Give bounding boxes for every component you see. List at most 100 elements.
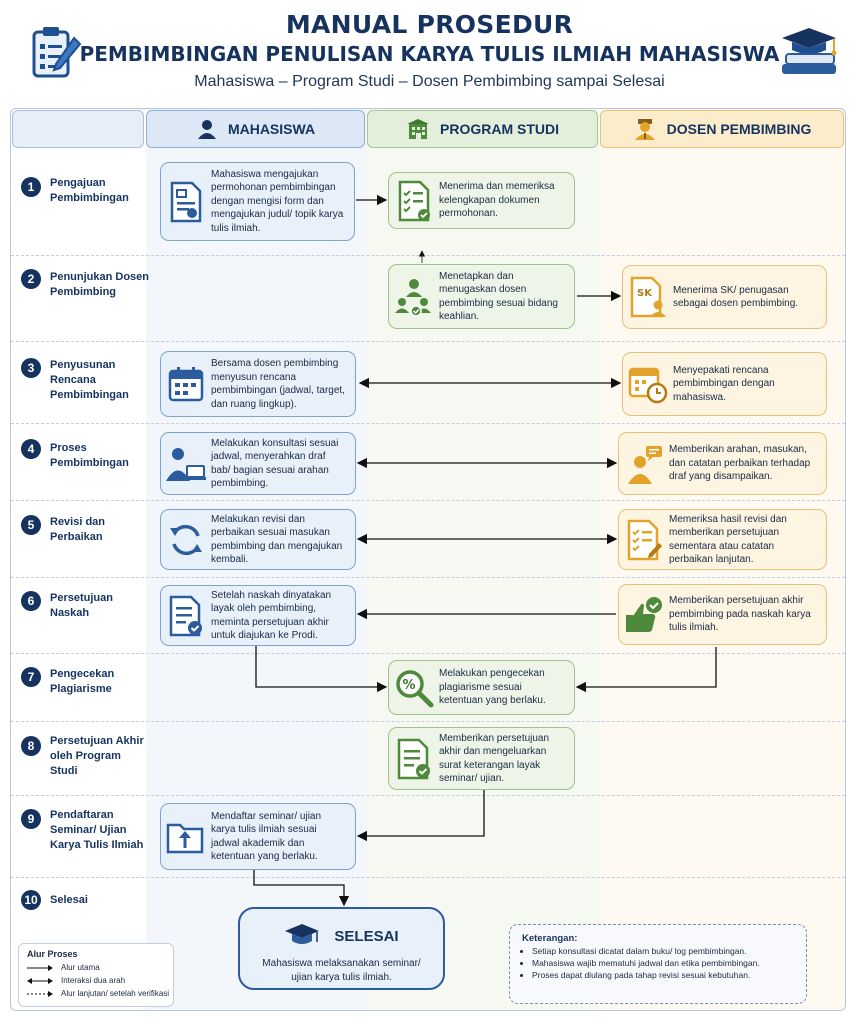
row-divider	[11, 423, 845, 424]
refresh-cycle-icon	[170, 524, 202, 555]
notes-box: Keterangan: Setiap konsultasi dicatat da…	[509, 924, 807, 1004]
approved-document-icon	[169, 595, 202, 636]
step-number: 5	[21, 515, 41, 535]
row-divider	[11, 877, 845, 878]
step-number: 4	[21, 439, 41, 459]
diagram-frame	[10, 108, 846, 1011]
checklist-document-icon	[398, 180, 430, 221]
sk-document-icon: SK	[630, 276, 666, 318]
box-text: Menerima SK/ penugasan sebagai dosen pem…	[673, 284, 799, 310]
box-text: Menyepakati rencana pembimbingan dengan …	[673, 364, 775, 403]
box-text: Memberikan persetujuan akhir pembimbing …	[669, 595, 811, 634]
step-number: 9	[21, 809, 41, 829]
box-text: Melakukan revisi dan perbaikan sesuai ma…	[211, 513, 343, 566]
header-mahasiswa-label: MAHASISWA	[227, 121, 316, 137]
header-mahasiswa: MAHASISWA	[146, 110, 365, 148]
box-text: Memeriksa hasil revisi dan memberikan pe…	[669, 513, 787, 566]
calendar-icon	[168, 367, 204, 402]
box-text: Menetapkan dan menugaskan dosen pembimbi…	[439, 270, 558, 323]
legend-item: Interaksi dua arah	[27, 976, 173, 985]
notes-title: Keterangan:	[522, 933, 578, 944]
box-mahasiswa-persetujuan: Setelah naskah dinyatakan layak oleh pem…	[160, 585, 356, 646]
box-text: Mendaftar seminar/ ujian karya tulis ilm…	[211, 810, 322, 863]
graduation-cap-icon	[285, 924, 320, 944]
step-label: Penunjukan Dosen Pembimbing	[50, 271, 150, 298]
step-number: 2	[21, 269, 41, 289]
finish-text: Mahasiswa melaksanakan seminar/ ujian ka…	[262, 958, 421, 983]
box-mahasiswa-pengajuan: Mahasiswa mengajukan permohonan pembimbi…	[160, 162, 355, 241]
step-label: Persetujuan Naskah	[50, 592, 113, 619]
page-title: MANUAL PROSEDUR	[285, 10, 574, 39]
page-title-line2: PEMBIMBINGAN PENULISAN KARYA TULIS ILMIA…	[79, 42, 780, 66]
graduation-books-icon	[782, 28, 837, 74]
finish-title: SELESAI	[334, 927, 399, 945]
thumbs-up-check-icon	[626, 596, 662, 632]
box-text: Melakukan konsultasi sesuai jadwal, meny…	[211, 437, 339, 490]
step-label: Proses Pembimbingan	[50, 442, 129, 469]
box-prodi-penetapan: Menetapkan dan menugaskan dosen pembimbi…	[388, 264, 575, 329]
legend-box: Alur Proses Alur utama Interaksi dua ara…	[18, 943, 174, 1007]
step-label: Persetujuan Akhir oleh Program Studi	[50, 735, 144, 777]
step-number: 8	[21, 736, 41, 756]
notes-item: Mahasiswa wajib mematuhi jadwal dan etik…	[532, 958, 806, 968]
lecturer-icon	[634, 119, 655, 140]
step-label: Pendaftaran Seminar/ Ujian Karya Tulis I…	[50, 809, 144, 851]
box-mahasiswa-rencana: Bersama dosen pembimbing menyusun rencan…	[160, 351, 356, 417]
step-label: Selesai	[50, 894, 88, 906]
feedback-speech-icon	[628, 445, 662, 484]
sk-badge-text: SK	[637, 288, 653, 299]
step-number: 1	[21, 177, 41, 197]
notes-item: Proses dapat diulang pada tahap revisi s…	[532, 970, 806, 980]
box-text: Melakukan pengecekan plagiarisme sesuai …	[439, 668, 546, 707]
header-step-column	[12, 110, 144, 148]
box-dosen-rencana: Menyepakati rencana pembimbingan dengan …	[622, 352, 827, 416]
box-text: Memberikan persetujuan akhir dan mengelu…	[439, 732, 550, 785]
box-text: Mahasiswa mengajukan permohonan pembimbi…	[211, 168, 344, 234]
arrow-dashed-icon	[27, 990, 53, 997]
box-text: Memberikan arahan, masukan, dan catatan …	[669, 444, 811, 483]
box-text: Bersama dosen pembimbing menyusun rencan…	[211, 358, 345, 410]
header-prodi-label: PROGRAM STUDI	[440, 121, 559, 137]
calendar-clock-icon	[628, 367, 668, 404]
finish-box: SELESAI Mahasiswa melaksanakan seminar/ …	[238, 907, 445, 990]
box-mahasiswa-pendaftaran: Mendaftar seminar/ ujian karya tulis ilm…	[160, 803, 356, 870]
approved-letter-icon	[397, 738, 430, 779]
header-dosen-label: DOSEN PEMBIMBING	[666, 121, 812, 137]
legend-label: Alur lanjutan/ setelah verifikasi	[61, 989, 170, 998]
row-divider	[11, 577, 845, 578]
box-text: Menerima dan memeriksa kelengkapan dokum…	[439, 181, 555, 220]
box-prodi-plagiarisme: % Melakukan pengecekan plagiarisme sesua…	[388, 660, 575, 715]
box-dosen-sk: SK Menerima SK/ penugasan sebagai dosen …	[622, 265, 827, 329]
step-label: Revisi dan Perbaikan	[50, 516, 106, 543]
box-mahasiswa-konsultasi: Melakukan konsultasi sesuai jadwal, meny…	[160, 432, 356, 495]
step-label: Pengecekan Plagiarisme	[50, 668, 115, 695]
building-icon	[407, 119, 429, 139]
clipboard-pen-icon	[32, 27, 82, 78]
percent-symbol: %	[403, 678, 416, 693]
row-divider	[11, 255, 845, 256]
legend-item: Alur utama	[27, 963, 173, 972]
box-text: Setelah naskah dinyatakan layak oleh pem…	[211, 589, 332, 642]
step-label: Penyusunan Rencana Pembimbingan	[50, 359, 129, 401]
header-prodi: PROGRAM STUDI	[367, 110, 598, 148]
notes-item: Setiap konsultasi dicatat dalam buku/ lo…	[532, 946, 806, 956]
step-number: 3	[21, 358, 41, 378]
arrow-double-icon	[27, 977, 53, 984]
step-label: Pengajuan Pembimbingan	[50, 177, 129, 204]
box-mahasiswa-revisi: Melakukan revisi dan perbaikan sesuai ma…	[160, 509, 356, 570]
row-divider	[11, 721, 845, 722]
page-subtitle: Mahasiswa – Program Studi – Dosen Pembim…	[194, 73, 665, 90]
plagiarism-magnifier-icon: %	[396, 669, 434, 707]
legend-label: Alur utama	[61, 963, 100, 972]
review-document-icon	[627, 519, 662, 560]
lane-prodi	[366, 109, 599, 1010]
student-laptop-icon	[166, 447, 206, 481]
legend-item: Alur lanjutan/ setelah verifikasi	[27, 989, 173, 998]
folder-upload-icon	[166, 823, 204, 853]
box-prodi-persetujuan-akhir: Memberikan persetujuan akhir dan mengelu…	[388, 727, 575, 790]
header-dosen: DOSEN PEMBIMBING	[600, 110, 844, 148]
row-divider	[11, 341, 845, 342]
step-number: 10	[21, 890, 41, 910]
step-number: 6	[21, 591, 41, 611]
